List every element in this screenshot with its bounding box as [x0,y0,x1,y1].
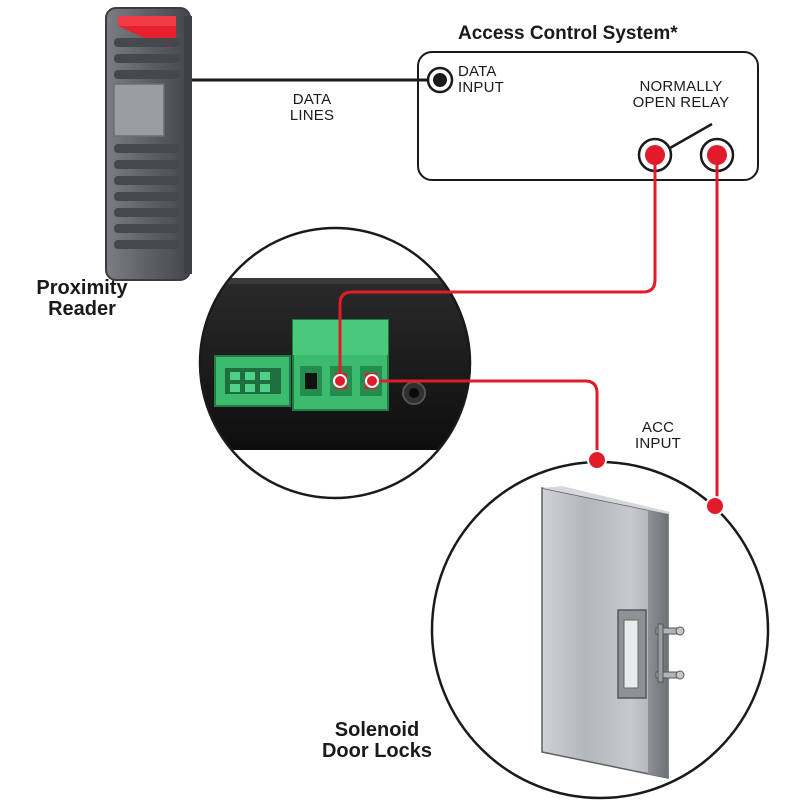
reader-label: Proximity Reader [36,277,128,320]
access-control-box [417,51,759,181]
system-title: Access Control System* [458,23,678,44]
door-locks-label: Solenoid Door Locks [321,719,433,762]
solenoid-door-icon [541,486,685,779]
acc-input-label: ACC INPUT [635,419,681,452]
relay-switch-icon [637,122,735,173]
data-input-jack [426,66,454,94]
relay-label: NORMALLY OPEN RELAY [632,78,730,111]
terminal-block-icon [214,355,291,407]
data-lines-label: DATA LINES [289,91,335,124]
wire-nodes [333,374,725,516]
relay-wires [338,160,719,505]
door-lock-circle [430,460,770,800]
data-input-label: DATA INPUT [458,63,504,96]
proximity-reader-icon [105,7,192,281]
